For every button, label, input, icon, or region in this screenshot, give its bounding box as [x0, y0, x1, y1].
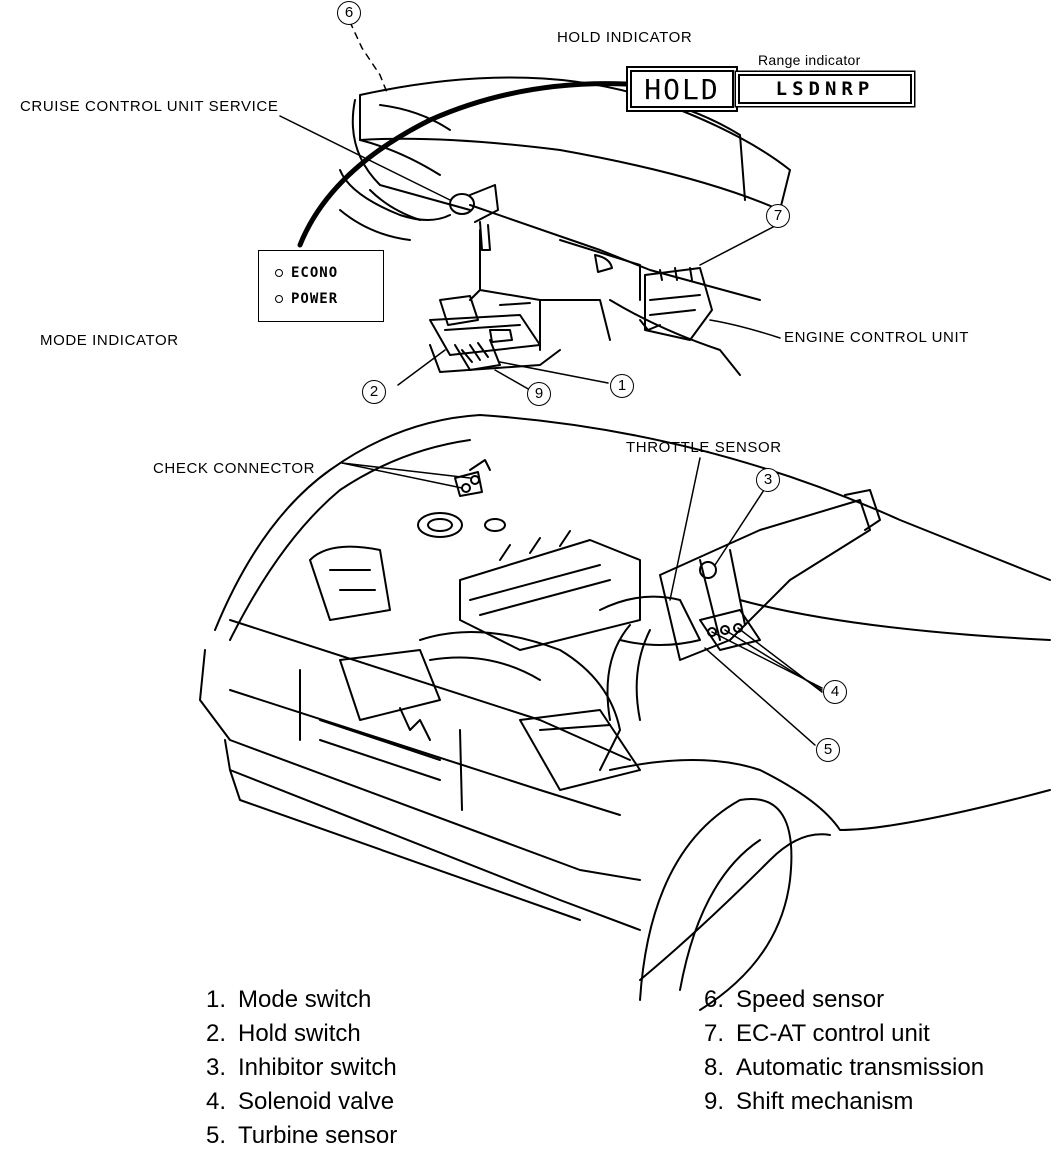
mode-indicator-display: ECONO POWER: [258, 250, 384, 322]
mode-option-econo: ECONO: [275, 265, 338, 281]
hold-indicator-display: HOLD: [630, 70, 734, 108]
legend-item: 1.Mode switch: [205, 986, 372, 1013]
throttle-sensor-label: THROTTLE SENSOR: [626, 439, 782, 456]
legend-item: 2.Hold switch: [205, 1020, 361, 1047]
check-connector-label: CHECK CONNECTOR: [153, 460, 316, 477]
legend-item: 4.Solenoid valve: [205, 1088, 395, 1115]
callout-6: 6: [337, 1, 361, 25]
mode-indicator-label: MODE INDICATOR: [40, 332, 179, 349]
indicator-dot-icon: [275, 269, 283, 277]
legend-item: 6.Speed sensor: [703, 986, 885, 1013]
callout-3: 3: [756, 468, 780, 492]
legend-item: 7.EC-AT control unit: [703, 1020, 930, 1047]
indicator-dot-icon: [275, 295, 283, 303]
engine-control-unit-label: ENGINE CONTROL UNIT: [784, 329, 970, 346]
legend-item: 9.Shift mechanism: [703, 1088, 914, 1115]
hold-indicator-text: HOLD: [644, 72, 720, 106]
cruise-control-label: CRUISE CONTROL UNIT SERVICE: [20, 98, 279, 115]
range-indicator-text: LSDNRP: [775, 78, 875, 100]
car-front-drawing: [199, 414, 1051, 1011]
range-indicator-label: Range indicator: [758, 52, 861, 68]
mode-option-power: POWER: [275, 291, 338, 307]
callout-1: 1: [610, 374, 634, 398]
hold-indicator-label: HOLD INDICATOR: [557, 29, 693, 46]
legend-item: 8.Automatic transmission: [703, 1054, 985, 1081]
legend-item: 3.Inhibitor switch: [205, 1054, 397, 1081]
range-indicator-display: LSDNRP: [738, 74, 912, 104]
callout-5: 5: [816, 738, 840, 762]
dashboard-drawing: [279, 21, 791, 391]
callout-7: 7: [766, 204, 790, 228]
callout-2: 2: [362, 380, 386, 404]
callout-9: 9: [527, 382, 551, 406]
callout-4: 4: [823, 680, 847, 704]
legend-item: 5.Turbine sensor: [205, 1122, 398, 1149]
